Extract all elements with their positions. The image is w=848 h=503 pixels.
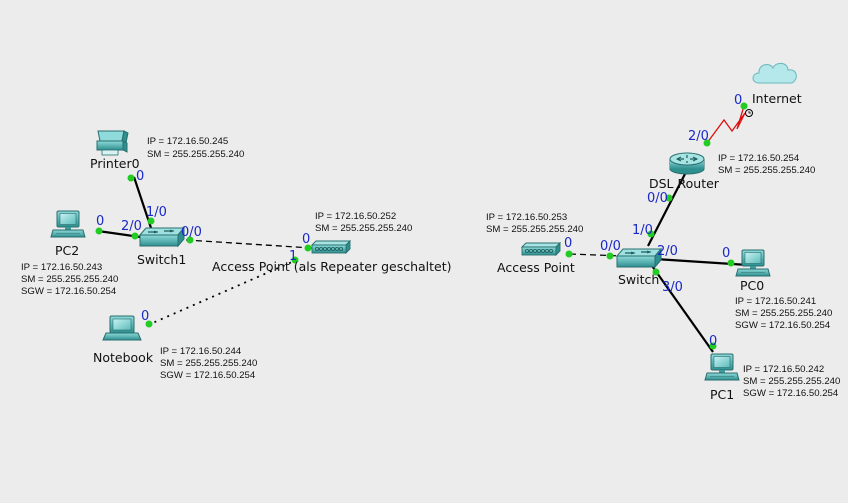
pc1-icon[interactable] bbox=[704, 353, 740, 381]
port-label-router-0-0: 0/0 bbox=[647, 191, 668, 206]
port-label-router-2-0: 2/0 bbox=[688, 129, 709, 144]
dot-printer0 bbox=[127, 174, 135, 182]
pc0-info: IP = 172.16.50.241 SM = 255.255.255.240 … bbox=[735, 296, 832, 331]
pc0-label: PC0 bbox=[740, 278, 764, 293]
dsl-router-info: IP = 172.16.50.254 SM = 255.255.255.240 bbox=[718, 153, 815, 176]
dot-switch1-1-0 bbox=[147, 217, 155, 225]
port-label-printer0-0: 0 bbox=[136, 169, 144, 184]
dot-switch1-2-0 bbox=[131, 232, 139, 240]
dot-pc1 bbox=[709, 342, 717, 350]
access-point-icon[interactable] bbox=[521, 242, 561, 256]
ap-repeater-label: Access Point (als Repeater geschaltet) bbox=[212, 259, 452, 274]
ap-repeater-icon[interactable] bbox=[311, 240, 351, 254]
pc1-label: PC1 bbox=[710, 387, 734, 402]
internet-label: Internet bbox=[752, 91, 802, 106]
access-point-info: IP = 172.16.50.253 SM = 255.255.255.240 bbox=[486, 212, 583, 235]
pc2-info: IP = 172.16.50.243 SM = 255.255.255.240 … bbox=[21, 262, 118, 297]
port-label-ap-repeater-0: 0 bbox=[302, 232, 310, 247]
printer0-sm: SM = 255.255.255.240 bbox=[147, 149, 244, 160]
dot-ap-repeater-1 bbox=[291, 256, 299, 264]
link-dots bbox=[95, 102, 748, 350]
port-label-switch-2-0: 2/0 bbox=[657, 244, 678, 259]
pc2-sgw: SGW = 172.16.50.254 bbox=[21, 286, 117, 297]
access-point-sm: SM = 255.255.255.240 bbox=[486, 224, 583, 235]
pc1-sgw: SGW = 172.16.50.254 bbox=[743, 388, 839, 399]
dot-switch1-0-0 bbox=[186, 236, 194, 244]
pc1-ip: IP = 172.16.50.242 bbox=[743, 364, 824, 375]
printer-icon[interactable] bbox=[96, 130, 129, 156]
access-point-label: Access Point bbox=[497, 260, 575, 275]
dot-switch-0-0 bbox=[606, 252, 614, 260]
notebook-ip: IP = 172.16.50.244 bbox=[160, 346, 242, 357]
port-label-switch1-1-0: 1/0 bbox=[146, 205, 167, 220]
printer0-ip: IP = 172.16.50.245 bbox=[147, 136, 228, 147]
switch1-icon[interactable] bbox=[139, 227, 185, 247]
dot-pc2 bbox=[95, 227, 103, 235]
dsl-router-ip: IP = 172.16.50.254 bbox=[718, 153, 800, 164]
switch-label: Switch bbox=[618, 272, 659, 287]
dot-switch-3-0 bbox=[652, 268, 660, 276]
pc2-label: PC2 bbox=[55, 243, 79, 258]
printer0-label: Printer0 bbox=[90, 156, 140, 171]
notebook-sm: SM = 255.255.255.240 bbox=[160, 358, 257, 369]
port-label-notebook-0: 0 bbox=[141, 309, 149, 324]
switch1-label: Switch1 bbox=[137, 252, 186, 267]
link-wireless-notebook-ap[interactable] bbox=[147, 261, 293, 326]
access-point-ip: IP = 172.16.50.253 bbox=[486, 212, 567, 223]
port-label-pc0-0: 0 bbox=[722, 246, 730, 261]
pc0-ip: IP = 172.16.50.241 bbox=[735, 296, 816, 307]
link-switch-pc1[interactable] bbox=[649, 262, 714, 353]
ap-repeater-sm: SM = 255.255.255.240 bbox=[315, 223, 412, 234]
dot-pc0 bbox=[727, 259, 735, 267]
link-ap-switch[interactable] bbox=[569, 253, 623, 257]
notebook-icon[interactable] bbox=[102, 315, 142, 341]
router-icon[interactable] bbox=[669, 152, 705, 175]
pc0-sm: SM = 255.255.255.240 bbox=[735, 308, 832, 319]
clock-icon bbox=[745, 109, 753, 117]
port-label-switch1-0-0: 0/0 bbox=[181, 225, 202, 240]
link-switch1-ap-repeater[interactable] bbox=[185, 239, 313, 249]
notebook-sgw: SGW = 172.16.50.254 bbox=[160, 370, 256, 381]
port-label-pc2-0: 0 bbox=[96, 214, 104, 229]
dot-internet bbox=[740, 102, 748, 110]
ap-repeater-info: IP = 172.16.50.252 SM = 255.255.255.240 bbox=[315, 211, 412, 234]
link-serial-router-internet[interactable] bbox=[706, 105, 746, 144]
pc1-info: IP = 172.16.50.242 SM = 255.255.255.240 … bbox=[743, 364, 840, 399]
dot-ap-repeater-0 bbox=[304, 244, 312, 252]
notebook-label: Notebook bbox=[93, 350, 154, 365]
cloud-icon[interactable] bbox=[752, 62, 797, 84]
pc1-sm: SM = 255.255.255.240 bbox=[743, 376, 840, 387]
switch-icon[interactable] bbox=[616, 248, 662, 268]
dsl-router-label: DSL Router bbox=[649, 176, 720, 191]
clock-hands bbox=[748, 111, 751, 114]
pc0-icon[interactable] bbox=[735, 249, 771, 277]
pc2-icon[interactable] bbox=[50, 210, 86, 238]
dot-router-2-0 bbox=[703, 139, 711, 147]
port-label-pc1-0: 0 bbox=[709, 334, 717, 349]
dot-access-point bbox=[565, 250, 573, 258]
port-label-access-point-0: 0 bbox=[564, 236, 572, 251]
port-label-switch-3-0: 3/0 bbox=[662, 280, 683, 295]
dot-switch-1-0 bbox=[647, 230, 655, 238]
pc2-ip: IP = 172.16.50.243 bbox=[21, 262, 102, 273]
notebook-info: IP = 172.16.50.244 SM = 255.255.255.240 … bbox=[160, 346, 257, 381]
ap-repeater-ip: IP = 172.16.50.252 bbox=[315, 211, 396, 222]
port-label-switch1-2-0: 2/0 bbox=[121, 219, 142, 234]
port-label-switch-0-0: 0/0 bbox=[600, 239, 621, 254]
pc0-sgw: SGW = 172.16.50.254 bbox=[735, 320, 831, 331]
dot-notebook bbox=[145, 320, 153, 328]
printer0-info: IP = 172.16.50.245 SM = 255.255.255.240 bbox=[147, 136, 244, 160]
port-label-switch-1-0: 1/0 bbox=[632, 223, 653, 238]
port-label-internet-0: 0 bbox=[734, 93, 742, 108]
dot-router-0-0 bbox=[665, 194, 673, 202]
dsl-router-sm: SM = 255.255.255.240 bbox=[718, 165, 815, 176]
port-label-ap-repeater-1: 1 bbox=[289, 249, 297, 264]
pc2-sm: SM = 255.255.255.240 bbox=[21, 274, 118, 285]
